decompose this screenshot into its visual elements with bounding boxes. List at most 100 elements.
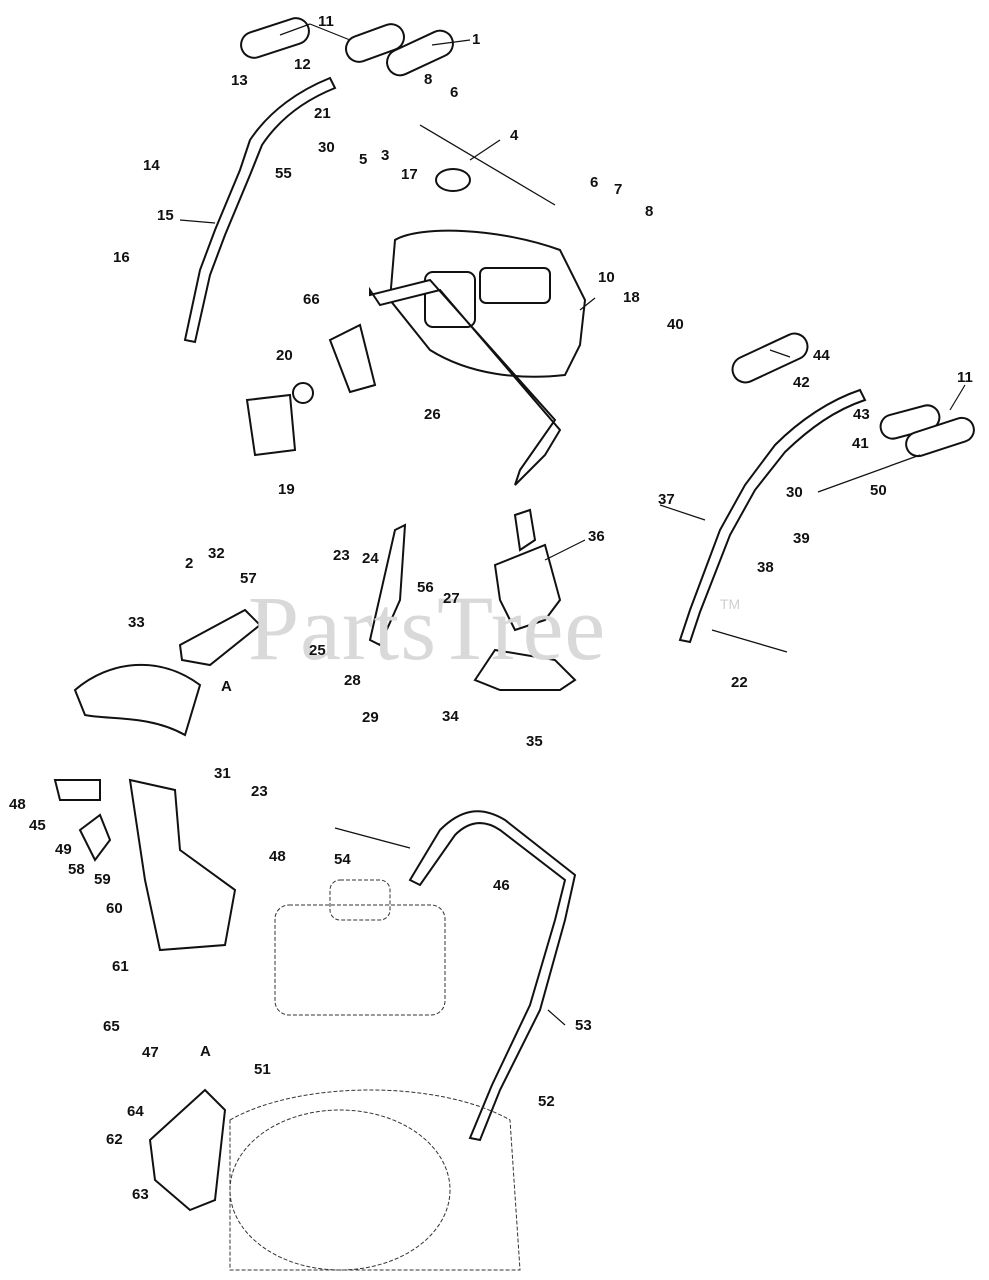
watermark-trademark: TM [720,596,741,612]
lever-bracket[interactable] [368,523,407,647]
callout-11-right[interactable]: 11 [957,369,973,386]
callout-32[interactable]: 32 [208,545,225,562]
callout-10[interactable]: 10 [598,269,615,286]
control-rod [419,124,556,206]
callout-31[interactable]: 31 [214,765,231,782]
callout-43[interactable]: 43 [853,406,870,423]
callout-21[interactable]: 21 [314,105,331,122]
dashboard-console[interactable] [388,229,587,378]
callout-54[interactable]: 54 [334,851,351,868]
discharge-chute[interactable] [128,778,237,952]
shift-lever-assembly[interactable] [493,508,562,632]
callout-5[interactable]: 5 [359,151,368,168]
callout-11-top[interactable]: 11 [318,13,334,30]
callout-29[interactable]: 29 [362,709,379,726]
headlight-assembly[interactable] [245,323,377,457]
callout-53[interactable]: 53 [575,1017,592,1034]
callout-19[interactable]: 19 [278,481,295,498]
callout-60[interactable]: 60 [106,900,123,917]
callout-50[interactable]: 50 [870,482,887,499]
callout-6-mid[interactable]: 6 [590,174,599,191]
callout-41[interactable]: 41 [852,435,869,452]
rod-54 [334,827,411,849]
callout-58[interactable]: 58 [68,861,85,878]
chute-rod [817,454,921,493]
callout-64[interactable]: 64 [127,1103,144,1120]
callout-27[interactable]: 27 [443,590,460,607]
watermark: PartsTree [248,577,607,679]
callout-36[interactable]: 36 [588,528,605,545]
callout-57[interactable]: 57 [240,570,257,587]
chute-base[interactable] [148,1088,227,1212]
callout-24[interactable]: 24 [362,550,379,567]
callout-63[interactable]: 63 [132,1186,149,1203]
callout-44[interactable]: 44 [813,347,830,364]
callout-30-right[interactable]: 30 [786,484,803,501]
callout-28[interactable]: 28 [344,672,361,689]
callout-7[interactable]: 7 [614,181,623,198]
handle-grip-1[interactable] [383,26,457,79]
callout-52[interactable]: 52 [538,1093,555,1110]
upper-handle-left[interactable] [183,76,337,344]
callout-45[interactable]: 45 [29,817,46,834]
callout-37[interactable]: 37 [658,491,675,508]
callout-14[interactable]: 14 [143,157,160,174]
callout-16[interactable]: 16 [113,249,130,266]
callout-4[interactable]: 4 [510,127,519,144]
callout-8-mid[interactable]: 8 [645,203,654,220]
callout-48-left[interactable]: 48 [9,796,26,813]
callout-51[interactable]: 51 [254,1061,271,1078]
callout-56[interactable]: 56 [417,579,434,596]
mounting-plate[interactable] [473,648,577,691]
callout-42[interactable]: 42 [793,374,810,391]
callout-23-upper[interactable]: 23 [333,547,350,564]
rod-22 [711,629,788,653]
callout-49[interactable]: 49 [55,841,72,858]
callout-17[interactable]: 17 [401,166,418,183]
knob[interactable] [435,168,471,192]
lower-handle[interactable] [408,810,577,1142]
callout-26[interactable]: 26 [424,406,441,423]
chute-crank[interactable] [53,779,112,862]
callout-35[interactable]: 35 [526,733,543,750]
callout-39[interactable]: 39 [793,530,810,547]
hand-grips-left[interactable] [238,15,408,66]
hand-grips-right[interactable] [728,329,977,459]
callout-1[interactable]: 1 [472,31,481,48]
chute-bracket[interactable] [369,278,562,486]
callout-55[interactable]: 55 [275,165,292,182]
callout-23-lower[interactable]: 23 [251,783,268,800]
callout-65[interactable]: 65 [103,1018,120,1035]
callout-22[interactable]: 22 [731,674,748,691]
callout-18[interactable]: 18 [623,289,640,306]
callout-ref-a-lower[interactable]: A [200,1043,211,1060]
callout-20[interactable]: 20 [276,347,293,364]
callout-66[interactable]: 66 [303,291,320,308]
engine-housing-ghost [229,879,521,1271]
callout-62[interactable]: 62 [106,1131,123,1148]
chute-cap[interactable] [178,608,262,667]
callout-12[interactable]: 12 [294,56,311,73]
callout-3[interactable]: 3 [381,147,390,164]
callout-38[interactable]: 38 [757,559,774,576]
callout-34[interactable]: 34 [442,708,459,725]
callout-15[interactable]: 15 [157,207,174,224]
callout-47[interactable]: 47 [142,1044,159,1061]
callout-6-top[interactable]: 6 [450,84,459,101]
callout-25[interactable]: 25 [309,642,326,659]
callout-2[interactable]: 2 [185,555,194,572]
callout-48-right[interactable]: 48 [269,848,286,865]
callout-59[interactable]: 59 [94,871,111,888]
callout-46[interactable]: 46 [493,877,510,894]
callout-8-top[interactable]: 8 [424,71,433,88]
callout-40[interactable]: 40 [667,316,684,333]
callout-61[interactable]: 61 [112,958,129,975]
callout-30-top[interactable]: 30 [318,139,335,156]
chute-deflector[interactable] [73,663,202,737]
upper-handle-right[interactable] [678,388,867,644]
callout-ref-a-upper[interactable]: A [221,678,232,695]
callout-33[interactable]: 33 [128,614,145,631]
callout-13[interactable]: 13 [231,72,248,89]
leader-lines [179,23,966,1026]
